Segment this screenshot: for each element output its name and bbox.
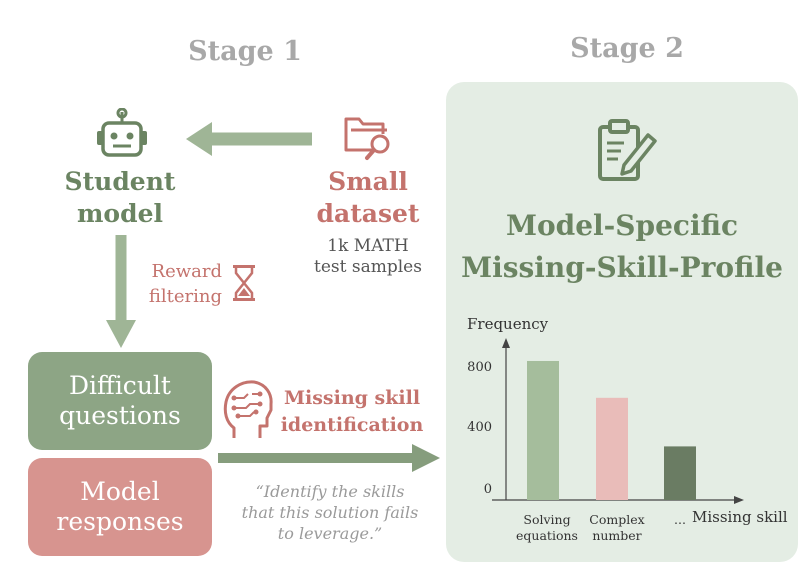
- prompt-quote-line3: to leverage.”: [277, 524, 383, 543]
- small-dataset-line2: dataset: [316, 199, 420, 228]
- profile-title-line1: Model-Specific: [505, 209, 739, 242]
- student-model-label: Student model: [40, 166, 200, 230]
- reward-filtering-label: Reward filtering: [136, 259, 222, 309]
- stage2-title: Stage 2: [570, 33, 684, 64]
- category-label-line: Solving: [523, 512, 571, 527]
- hourglass-icon: [233, 265, 255, 301]
- arrow-dataset-to-model-head: [186, 122, 212, 156]
- y-tick-label: 800: [467, 360, 492, 375]
- category-label: Complex number: [580, 512, 654, 544]
- reward-filtering-line2: filtering: [148, 286, 222, 307]
- bar-2: [596, 397, 628, 500]
- category-label-line: equations: [516, 528, 578, 543]
- difficult-questions-line2: questions: [59, 401, 181, 430]
- y-tick-label: 0: [483, 482, 492, 497]
- arrow-model-to-questions-head: [106, 320, 136, 348]
- x-axis-arrowhead: [734, 496, 744, 504]
- missing-skill-profile-title: Model-Specific Missing-Skill-Profile: [446, 205, 798, 289]
- category-label: Solving equations: [510, 512, 584, 544]
- category-label-line: ...: [674, 512, 686, 527]
- category-label: ...: [660, 512, 700, 528]
- category-label-line: Complex: [589, 512, 645, 527]
- prompt-quote-line2: that this solution fails: [241, 503, 419, 522]
- model-responses-box: Model responses: [28, 458, 212, 556]
- clipboard-pencil-icon: [598, 119, 657, 181]
- reward-filtering-line1: Reward: [151, 261, 222, 282]
- folder-search-icon: [344, 117, 390, 160]
- chart-ylabel: Frequency: [467, 315, 549, 333]
- y-tick-label: 400: [467, 420, 492, 435]
- dataset-description-line1: 1k MATH: [327, 236, 409, 256]
- student-model-line2: model: [76, 199, 163, 228]
- student-model-line1: Student: [64, 167, 176, 196]
- missing-skill-identification-line1: Missing skill: [283, 387, 421, 409]
- arrow-to-stage2-head: [412, 444, 440, 472]
- category-label-line: number: [592, 528, 642, 543]
- robot-icon: [97, 108, 147, 157]
- profile-title-line2: Missing-Skill-Profile: [461, 251, 783, 284]
- difficult-questions-line1: Difficult: [69, 371, 171, 400]
- missing-skill-identification-label: Missing skill identification: [276, 385, 428, 439]
- prompt-quote-line1: “Identify the skills: [255, 482, 405, 501]
- bar-3: [664, 446, 696, 500]
- dataset-description: 1k MATH test samples: [290, 236, 446, 278]
- skill-frequency-chart: [492, 338, 744, 504]
- model-responses-line2: responses: [56, 507, 184, 536]
- chart-xlabel: Missing skill: [692, 508, 788, 526]
- missing-skill-identification-line2: identification: [280, 414, 424, 436]
- small-dataset-line1: Small: [328, 167, 408, 196]
- brain-head-icon: [223, 380, 273, 438]
- dataset-description-line2: test samples: [314, 257, 422, 277]
- difficult-questions-box: Difficult questions: [28, 352, 212, 450]
- model-responses-line1: Model: [80, 477, 160, 506]
- bar-1: [527, 360, 559, 500]
- small-dataset-label: Small dataset: [290, 166, 446, 230]
- stage1-title: Stage 1: [188, 36, 302, 67]
- y-axis-arrowhead: [502, 338, 510, 348]
- prompt-quote: “Identify the skills that this solution …: [224, 481, 436, 544]
